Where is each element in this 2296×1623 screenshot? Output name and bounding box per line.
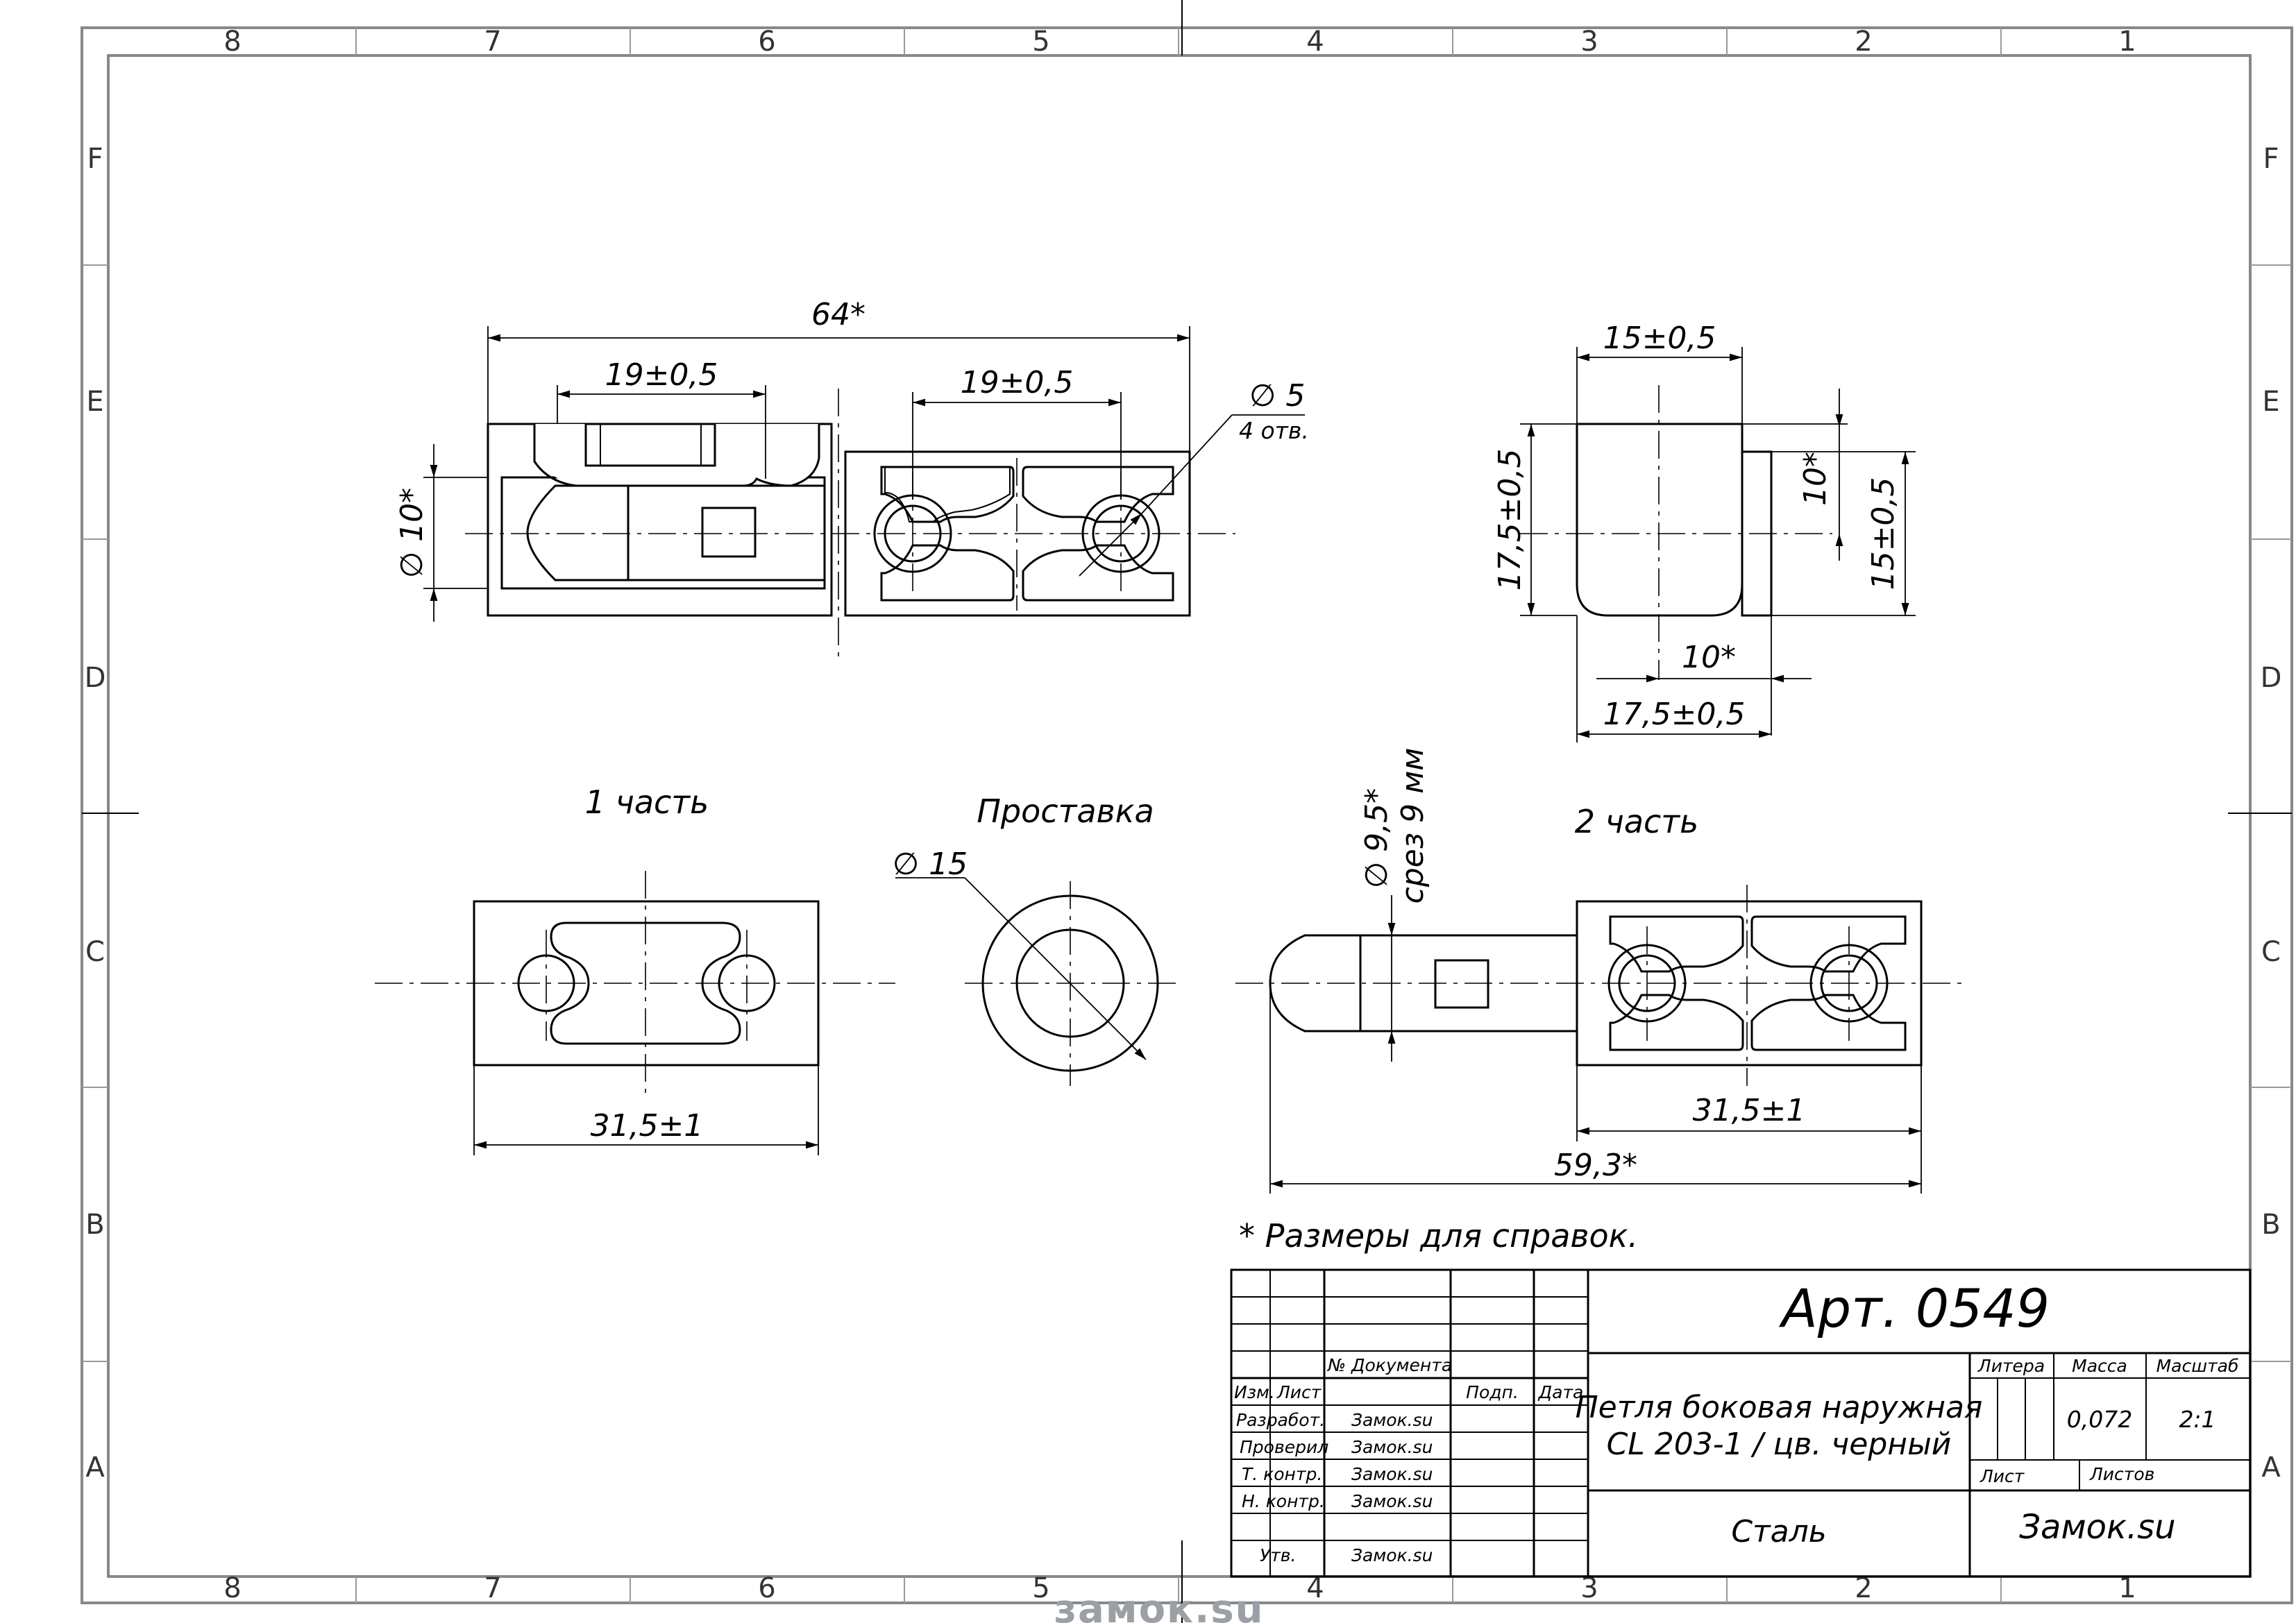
dim-side-width: 15±0,5 [1603,321,1716,356]
watermark-logo: замок.su [1054,1587,1264,1623]
dim-side-bottom: 17,5±0,5 [1603,697,1746,732]
title-block [1230,1268,2252,1578]
zone-row-label: E [2262,386,2279,418]
hdr-masshtab: Масштаб [2156,1356,2239,1376]
zone-col-label: 1 [2118,1572,2136,1604]
company-name: Замок.su [2019,1508,2175,1547]
zone-col-label: 5 [1032,1572,1049,1604]
zone-labels-top: 8 7 6 5 4 3 2 1 [223,26,2136,58]
dim-part1-width: 31,5±1 [591,1108,704,1144]
zone-row-label: D [85,662,106,694]
zone-col-label: 7 [484,1572,501,1604]
zone-row-label: B [2261,1209,2280,1241]
scale-value: 2:1 [2179,1406,2215,1433]
role-name: Замок.su [1351,1464,1433,1484]
hdr-data: Дата [1538,1382,1584,1402]
zone-row-label: A [2261,1452,2281,1484]
part2-view [1235,885,1964,1193]
hdr-doc: № Документа [1326,1355,1452,1375]
massa-value: 0,072 [2067,1406,2132,1433]
zone-row-label: D [2261,662,2282,694]
dim-pin2-cut: срез 9 мм [1395,748,1430,904]
dim-spacer-diameter: ∅ 15 [893,847,968,882]
zone-row-label: A [85,1452,105,1484]
material: Сталь [1731,1514,1826,1549]
dim-hole-diameter: ∅ 5 [1249,378,1305,414]
dim-pin2-diameter: ∅ 9,5* [1359,788,1394,888]
caption-part2: 2 часть [1575,803,1698,840]
zone-row-label: C [85,936,105,968]
role-label: Н. контр. [1242,1491,1325,1511]
zone-col-label: 5 [1032,26,1049,58]
role-label: Разработ. [1236,1410,1325,1430]
zone-row-label: F [87,143,103,175]
zone-labels-bottom: 8 7 6 5 4 3 2 1 [223,1572,2136,1604]
list-label: Лист [1980,1466,2025,1486]
zone-row-label: E [86,386,103,418]
zone-labels-left: F E D C B A [85,143,106,1484]
spacer-view [895,877,1180,1086]
hdr-litera: Литера [1977,1356,2045,1376]
sheet-frame [81,0,2293,1623]
role-name: Замок.su [1351,1437,1433,1457]
title-line2: CL 203-1 / цв. черный [1607,1427,1952,1462]
role-name: Замок.su [1351,1410,1433,1430]
dim-part2-total: 59,3* [1554,1148,1637,1183]
zone-col-label: 6 [758,1572,775,1604]
hdr-podp: Подп. [1466,1382,1519,1402]
zone-row-label: B [85,1209,104,1241]
hdr-massa: Масса [2072,1356,2127,1376]
zone-col-label: 3 [1580,1572,1598,1604]
part1-view [375,871,895,1155]
zone-col-label: 2 [1855,1572,1872,1604]
dim-side-bottom-inner: 10* [1682,640,1736,675]
role-label: Утв. [1260,1545,1296,1565]
dim-hole-count: 4 отв. [1239,417,1309,444]
hdr-list: Лист [1276,1382,1322,1402]
dim-side-inner: 10* [1798,452,1833,506]
role-name: Замок.su [1351,1545,1433,1565]
dim-side-right: 15±0,5 [1866,477,1901,590]
zone-row-label: C [2261,936,2281,968]
zone-col-label: 4 [1306,26,1324,58]
zone-col-label: 4 [1306,1572,1324,1604]
zone-row-label: F [2263,143,2279,175]
hdr-izm: Изм. [1234,1382,1275,1402]
dim-side-height: 17,5±0,5 [1492,449,1528,591]
zone-col-label: 7 [484,26,501,58]
zone-col-label: 3 [1580,26,1598,58]
assembly-front-view [423,326,1305,659]
caption-part1: 1 часть [585,783,709,821]
dim-pin-diameter: ∅ 10* [394,488,430,578]
caption-spacer: Проставка [977,792,1154,830]
zone-col-label: 8 [223,1572,241,1604]
role-name: Замок.su [1351,1491,1433,1511]
zone-col-label: 8 [223,26,241,58]
reference-note: * Размеры для справок. [1239,1217,1638,1255]
dim-part2-width: 31,5±1 [1693,1093,1806,1128]
article-number: Арт. 0549 [1778,1277,2050,1339]
role-label: Проверил [1240,1437,1328,1457]
side-view [1520,347,1916,742]
zone-col-label: 6 [758,26,775,58]
title-line1: Петля боковая наружная [1576,1390,1983,1425]
zone-col-label: 1 [2118,26,2136,58]
dim-overall-length: 64* [811,297,866,332]
listov-label: Листов [2089,1464,2154,1484]
dim-left-slot: 19±0,5 [605,357,718,393]
role-label: Т. контр. [1242,1464,1322,1484]
zone-col-label: 2 [1855,26,1872,58]
dim-hole-spacing: 19±0,5 [961,365,1074,400]
zone-labels-right: F E D C B A [2261,143,2282,1484]
